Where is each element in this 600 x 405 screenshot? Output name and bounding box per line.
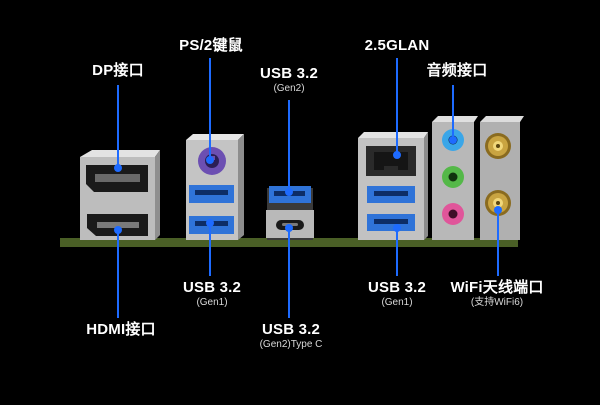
label-wifi-sub: (支持WiFi6) [470, 297, 524, 308]
label-usb-gen1-left-main: USB 3.2 [182, 279, 242, 296]
label-usb-gen2-main: USB 3.2 [259, 65, 319, 82]
label-usb-gen1-right-sub: (Gen1) [381, 297, 413, 308]
label-ps2: PS/2键鼠 [179, 38, 243, 53]
wifi-antenna-ports [480, 116, 524, 240]
label-wifi-main: WiFi天线端口 [450, 279, 544, 296]
ps2-usb-stack [186, 134, 244, 240]
label-usb-typec: USB 3.2 (Gen2)Type C [260, 322, 323, 350]
label-dp-main: DP接口 [92, 62, 144, 79]
label-usb-typec-sub: (Gen2)Type C [259, 339, 323, 350]
label-usb-gen1-right-main: USB 3.2 [367, 279, 427, 296]
label-wifi: WiFi天线端口 (支持WiFi6) [450, 280, 543, 308]
antenna-connector-1 [485, 133, 511, 159]
lan-usb-stack [358, 132, 428, 240]
dp-hdmi-bracket [80, 150, 160, 240]
label-usb-gen1-left-sub: (Gen1) [196, 297, 228, 308]
label-usb-typec-main: USB 3.2 [261, 321, 321, 338]
label-hdmi-main: HDMI接口 [86, 321, 156, 338]
dp-port [86, 165, 148, 192]
label-lan-main: 2.5GLAN [364, 37, 430, 54]
label-lan: 2.5GLAN [365, 38, 430, 53]
label-audio: 音频接口 [427, 63, 488, 78]
label-usb-gen1-left: USB 3.2 (Gen1) [183, 280, 241, 308]
audio-jacks [432, 116, 478, 240]
hdmi-port [87, 214, 148, 236]
lan-port [366, 146, 416, 176]
label-usb-gen1-right: USB 3.2 (Gen1) [368, 280, 426, 308]
label-hdmi: HDMI接口 [86, 322, 156, 337]
antenna-connector-2 [485, 190, 511, 216]
label-usb-gen2-sub: (Gen2) [273, 83, 305, 94]
label-audio-main: 音频接口 [426, 62, 488, 79]
label-usb-gen2: USB 3.2 (Gen2) [260, 66, 318, 94]
label-dp: DP接口 [92, 63, 144, 78]
label-ps2-main: PS/2键鼠 [179, 37, 243, 54]
